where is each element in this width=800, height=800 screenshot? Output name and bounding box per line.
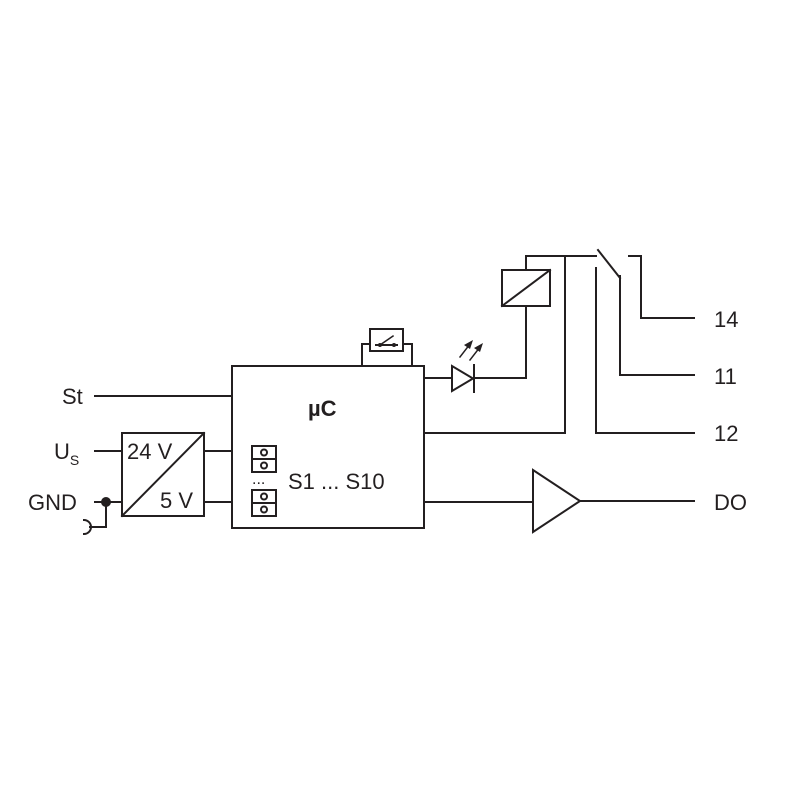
contact-12-wire <box>595 267 695 434</box>
converter-output-label: 5 V <box>160 488 193 513</box>
contact-switch-lever <box>596 248 622 280</box>
output-buffer-triangle <box>532 468 582 534</box>
led-icon <box>451 340 483 393</box>
terminal-12-label: 12 <box>714 421 738 446</box>
pushbutton-icon <box>375 334 398 347</box>
led-to-relay-wire <box>473 305 527 379</box>
contact-11-wire <box>619 275 695 376</box>
dip-switch-icon <box>251 445 277 473</box>
dip-switch-dots: ... <box>252 471 265 488</box>
gnd-label: GND <box>28 490 77 515</box>
microcontroller-label: µC <box>308 396 337 421</box>
st-label: St <box>62 384 83 409</box>
contact-14-wire <box>628 255 695 319</box>
switch-range-label: S1 ... S10 <box>288 469 385 494</box>
terminal-11-label: 11 <box>714 364 737 389</box>
converter-input-label: 24 V <box>127 439 173 464</box>
do-output-label: DO <box>714 490 747 515</box>
us-label: US <box>54 439 79 468</box>
converter-diagonal <box>120 431 206 518</box>
dip-switch-icon <box>251 489 277 517</box>
relay-coil-diagonal <box>500 268 552 308</box>
terminal-14-label: 14 <box>714 307 738 332</box>
ground-jack-icon <box>82 518 92 536</box>
